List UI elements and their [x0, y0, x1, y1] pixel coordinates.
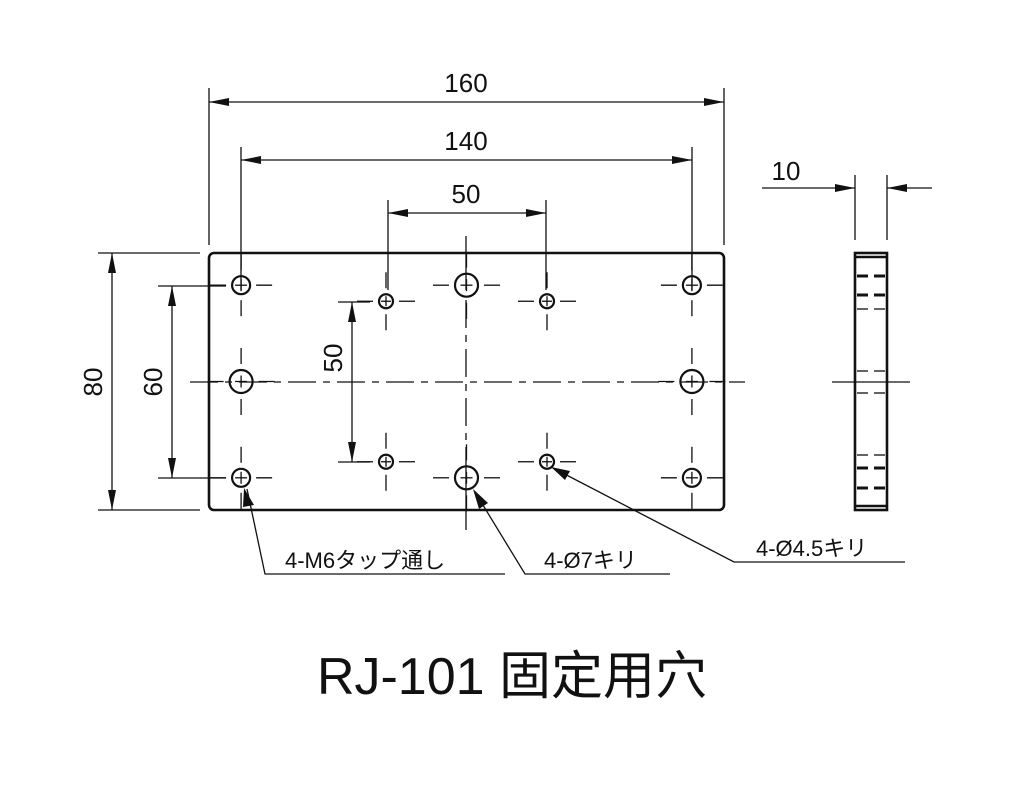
drawing-title: RJ-101 固定用穴 [317, 648, 707, 706]
d7-through-hole [207, 348, 275, 415]
hole-circle [681, 467, 703, 488]
m6-tapped-hole [660, 446, 723, 509]
dim-text-80: 80 [78, 368, 108, 397]
dim-overall-height: 80 [78, 252, 200, 511]
dim-text-140: 140 [444, 126, 487, 156]
hole-circle [453, 465, 480, 491]
dim-small-hole-pitch-x: 50 [387, 179, 547, 290]
hole-circle [231, 467, 252, 488]
dim-text-50-horizontal: 50 [452, 179, 481, 209]
leader-line [246, 488, 505, 575]
callout-m6: 4-M6タップ通し [243, 488, 505, 575]
hole-circle [377, 453, 395, 470]
dim-small-hole-pitch-y: 50 [318, 301, 370, 463]
d7-through-hole [433, 251, 500, 319]
hole-circle [377, 293, 395, 310]
d7-through-hole [658, 348, 726, 415]
dim-m6-pitch-y: 60 [138, 285, 226, 479]
dim-text-60: 60 [138, 368, 168, 397]
leader-arrow [473, 489, 488, 509]
callout-m6-text: 4-M6タップ通し [285, 548, 445, 573]
hole-circle [538, 293, 556, 310]
hole-circle [679, 368, 705, 395]
title-spacer [485, 648, 499, 706]
title-label: 固定用穴 [499, 648, 707, 706]
hole-circle [453, 272, 480, 298]
dim-text-160: 160 [444, 68, 487, 98]
leader-arrow [551, 467, 570, 480]
leader-line [552, 467, 905, 563]
d7-through-hole [433, 444, 500, 512]
callout-d7: 4-Ø7キリ [473, 489, 670, 575]
hidden-hole-lines [857, 274, 885, 490]
dim-m6-pitch-x: 140 [240, 126, 693, 290]
callout-d45-text: 4-Ø4.5キリ [756, 536, 867, 561]
hole-circle [538, 453, 556, 470]
dim-text-50-vertical: 50 [318, 344, 348, 373]
dim-text-10: 10 [772, 156, 801, 186]
leader-arrow [243, 488, 254, 507]
m6-tapped-hole [210, 446, 273, 509]
leader-line [474, 491, 670, 575]
d45-through-hole [357, 272, 415, 331]
callout-d45: 4-Ø4.5キリ [551, 467, 905, 563]
part-number: RJ-101 [317, 648, 485, 706]
d45-through-hole [518, 272, 576, 331]
dim-overall-width: 160 [208, 68, 725, 245]
callout-d7-text: 4-Ø7キリ [544, 548, 637, 573]
side-view: 10 [762, 156, 932, 512]
front-view [190, 236, 745, 530]
dim-thickness: 10 [762, 156, 932, 240]
d45-through-hole [518, 432, 576, 491]
hole-circle [228, 368, 254, 395]
